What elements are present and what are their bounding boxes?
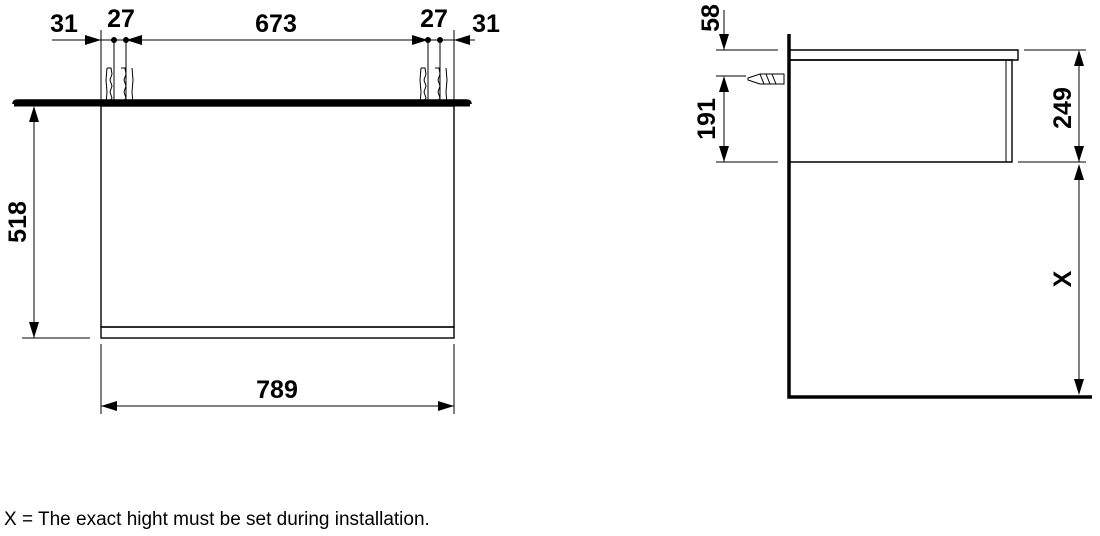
wall-and-floor — [787, 34, 1092, 399]
side-view: 58 191 249 X — [693, 4, 1092, 399]
height-dimension-line — [22, 106, 90, 339]
side-top-slab — [789, 49, 1019, 61]
top-dimension-line — [52, 30, 475, 100]
dim-drawer-height: 249 — [1049, 87, 1077, 129]
dim-top-offset: 58 — [697, 4, 725, 32]
mounting-height-dimension — [1074, 164, 1084, 395]
right-fixing-screws — [419, 37, 448, 105]
dim-right-fixing: 27 — [420, 5, 448, 33]
dim-right-offset: 31 — [472, 10, 500, 38]
dim-left-fixing: 27 — [107, 5, 135, 33]
footnote: X = The exact hight must be set during i… — [4, 509, 430, 530]
front-cabinet-body — [100, 105, 455, 328]
side-drawer-body — [789, 59, 1013, 163]
dim-fixing-spacing: 673 — [255, 10, 297, 38]
dim-left-offset: 31 — [50, 10, 78, 38]
front-view: 31 27 673 27 31 518 789 — [4, 5, 500, 414]
front-bottom-panel — [100, 326, 455, 339]
fixing-height-dimension — [716, 75, 778, 163]
dim-width: 789 — [256, 376, 298, 404]
side-wall-fixing — [747, 73, 785, 85]
dim-fixing-height: 191 — [693, 98, 721, 140]
front-top-slab-ends — [12, 99, 472, 105]
left-fixing-screws — [105, 37, 134, 105]
drawer-height-dimension — [1018, 49, 1086, 163]
width-dimension-line — [100, 344, 455, 414]
top-offset-dimension — [716, 10, 778, 51]
dim-mounting-height: X — [1049, 270, 1077, 287]
dim-height: 518 — [4, 201, 32, 243]
